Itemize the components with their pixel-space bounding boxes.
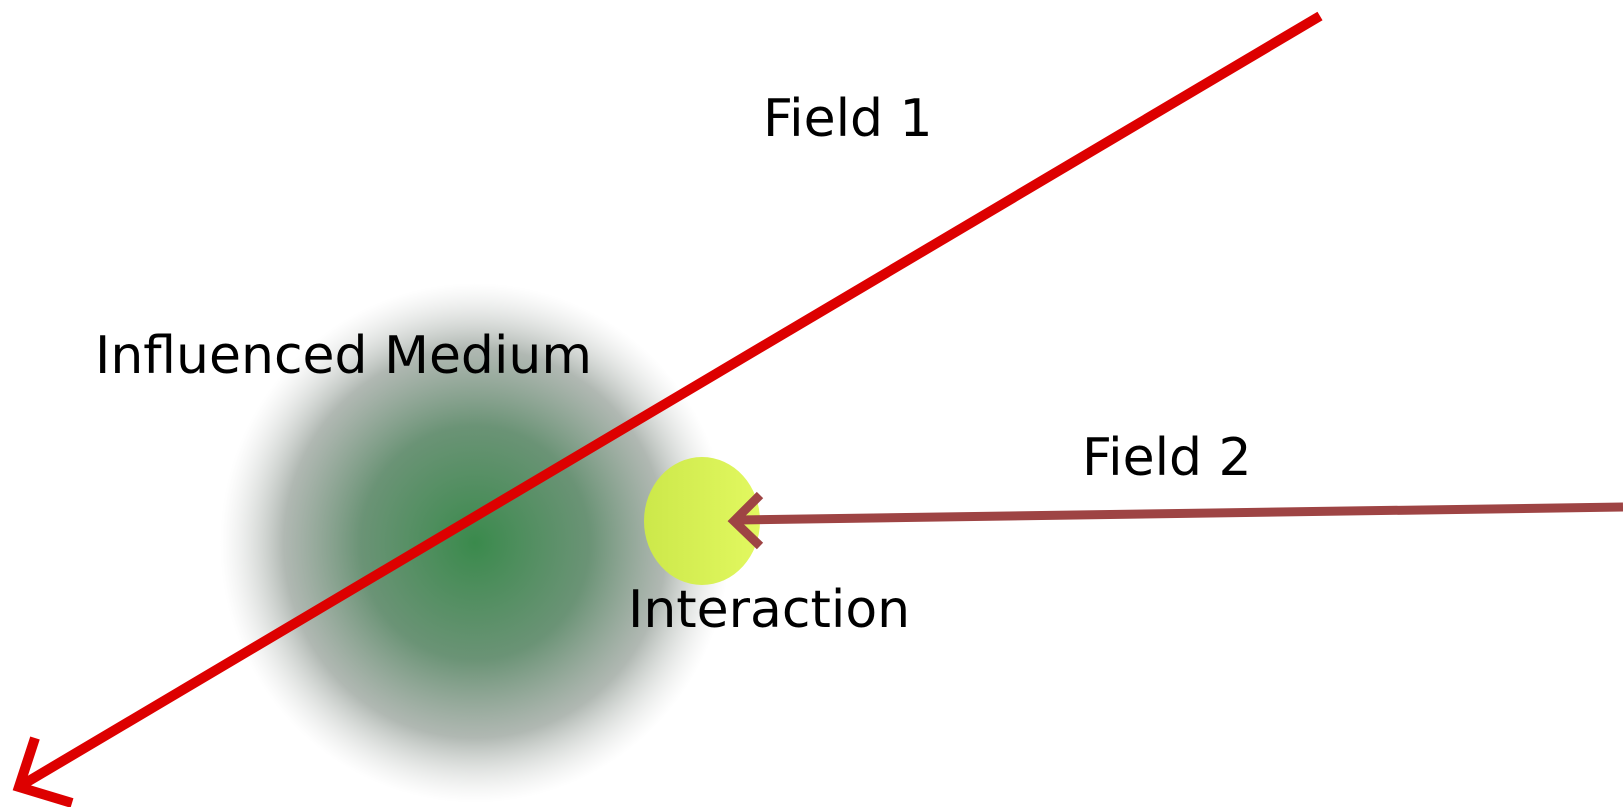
interaction-label: Interaction — [628, 580, 910, 640]
field-1-label: Field 1 — [763, 89, 933, 149]
influenced-medium-label: Influenced Medium — [95, 326, 592, 386]
field-2-arrow — [727, 491, 1623, 550]
influenced-medium-region — [220, 283, 730, 803]
field-1-arrow — [12, 11, 1323, 807]
field-1-arrow-shaft — [19, 11, 1323, 790]
field-1-arrowhead — [12, 736, 74, 807]
field-2-label: Field 2 — [1082, 428, 1252, 488]
field-2-arrowhead — [727, 491, 764, 550]
interaction-region — [644, 457, 760, 585]
field-2-arrow-shaft — [737, 502, 1623, 525]
